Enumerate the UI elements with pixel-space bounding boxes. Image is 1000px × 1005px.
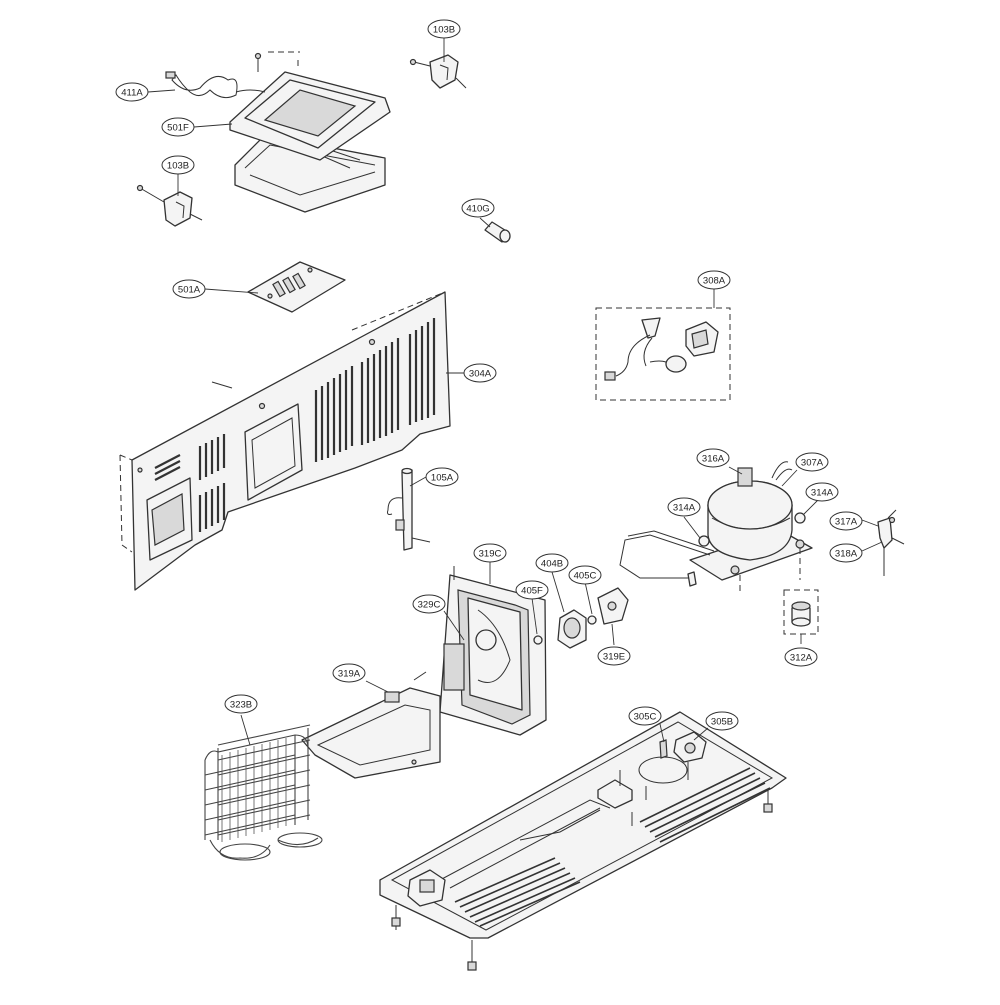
washer-405C — [587, 615, 597, 625]
label-319C: 319C — [473, 543, 507, 563]
label-316A: 316A — [696, 448, 730, 468]
label-323B: 323B — [224, 694, 258, 714]
screw-panel — [254, 52, 262, 72]
process-plug — [877, 509, 905, 576]
hinge-bracket-top — [409, 54, 467, 89]
drain-tube — [387, 467, 431, 551]
fan-shroud — [439, 566, 547, 736]
label-314A-left: 314A — [667, 497, 701, 517]
svg-text:312A: 312A — [790, 653, 813, 664]
label-404B: 404B — [535, 553, 569, 573]
label-312A: 312A — [784, 647, 818, 667]
leader-lines — [147, 37, 883, 746]
label-314A-right: 314A — [805, 482, 839, 502]
svg-text:318A: 318A — [835, 549, 858, 560]
svg-text:308A: 308A — [703, 276, 726, 287]
condenser-coil — [204, 724, 323, 861]
grommet-box — [783, 589, 819, 635]
svg-text:323B: 323B — [230, 700, 252, 711]
svg-text:314A: 314A — [811, 488, 834, 499]
svg-text:501F: 501F — [167, 123, 189, 134]
label-304A: 304A — [463, 363, 497, 383]
svg-text:404B: 404B — [541, 559, 563, 570]
label-103B-top: 103B — [427, 19, 461, 39]
label-501A: 501A — [172, 279, 206, 299]
label-329C: 329C — [412, 594, 446, 614]
label-319A: 319A — [332, 663, 366, 683]
svg-text:405C: 405C — [574, 571, 597, 582]
label-501F: 501F — [161, 117, 195, 137]
label-305C: 305C — [628, 706, 662, 726]
svg-text:103B: 103B — [167, 161, 189, 172]
svg-text:314A: 314A — [673, 503, 696, 514]
label-105A: 105A — [425, 467, 459, 487]
back-panel — [119, 291, 451, 591]
svg-text:319E: 319E — [603, 652, 625, 663]
compressor — [619, 461, 813, 595]
washer-405F — [533, 635, 543, 645]
label-411A: 411A — [115, 82, 149, 102]
label-317A: 317A — [829, 511, 863, 531]
label-308A: 308A — [697, 270, 731, 290]
label-103B-left: 103B — [161, 155, 195, 175]
label-405F: 405F — [515, 580, 549, 600]
label-305B: 305B — [705, 711, 739, 731]
label-410G: 410G — [461, 198, 495, 218]
svg-text:410G: 410G — [466, 204, 489, 215]
base-plate — [379, 711, 787, 971]
svg-text:305C: 305C — [634, 712, 657, 723]
svg-text:307A: 307A — [801, 458, 824, 469]
svg-text:501A: 501A — [178, 285, 201, 296]
svg-text:405F: 405F — [521, 586, 543, 597]
svg-text:319C: 319C — [479, 549, 502, 560]
svg-text:305B: 305B — [711, 717, 733, 728]
svg-text:317A: 317A — [835, 517, 858, 528]
control-panel-assembly — [229, 51, 391, 213]
fan-motor — [557, 609, 587, 649]
svg-text:316A: 316A — [702, 454, 725, 465]
label-319E: 319E — [597, 646, 631, 666]
svg-text:329C: 329C — [418, 600, 441, 611]
svg-text:411A: 411A — [121, 88, 143, 99]
svg-text:304A: 304A — [469, 369, 492, 380]
relay-kit-box — [595, 307, 731, 401]
power-cord — [165, 71, 266, 99]
svg-text:105A: 105A — [431, 473, 454, 484]
control-board — [247, 261, 346, 313]
svg-text:103B: 103B — [433, 25, 455, 36]
base-duct — [301, 671, 441, 779]
fan-blade — [597, 587, 629, 625]
label-405C: 405C — [568, 565, 602, 585]
hinge-bracket-left — [136, 184, 203, 227]
svg-text:319A: 319A — [338, 669, 361, 680]
label-307A: 307A — [795, 452, 829, 472]
label-318A: 318A — [829, 543, 863, 563]
lamp-bulb — [484, 221, 511, 243]
